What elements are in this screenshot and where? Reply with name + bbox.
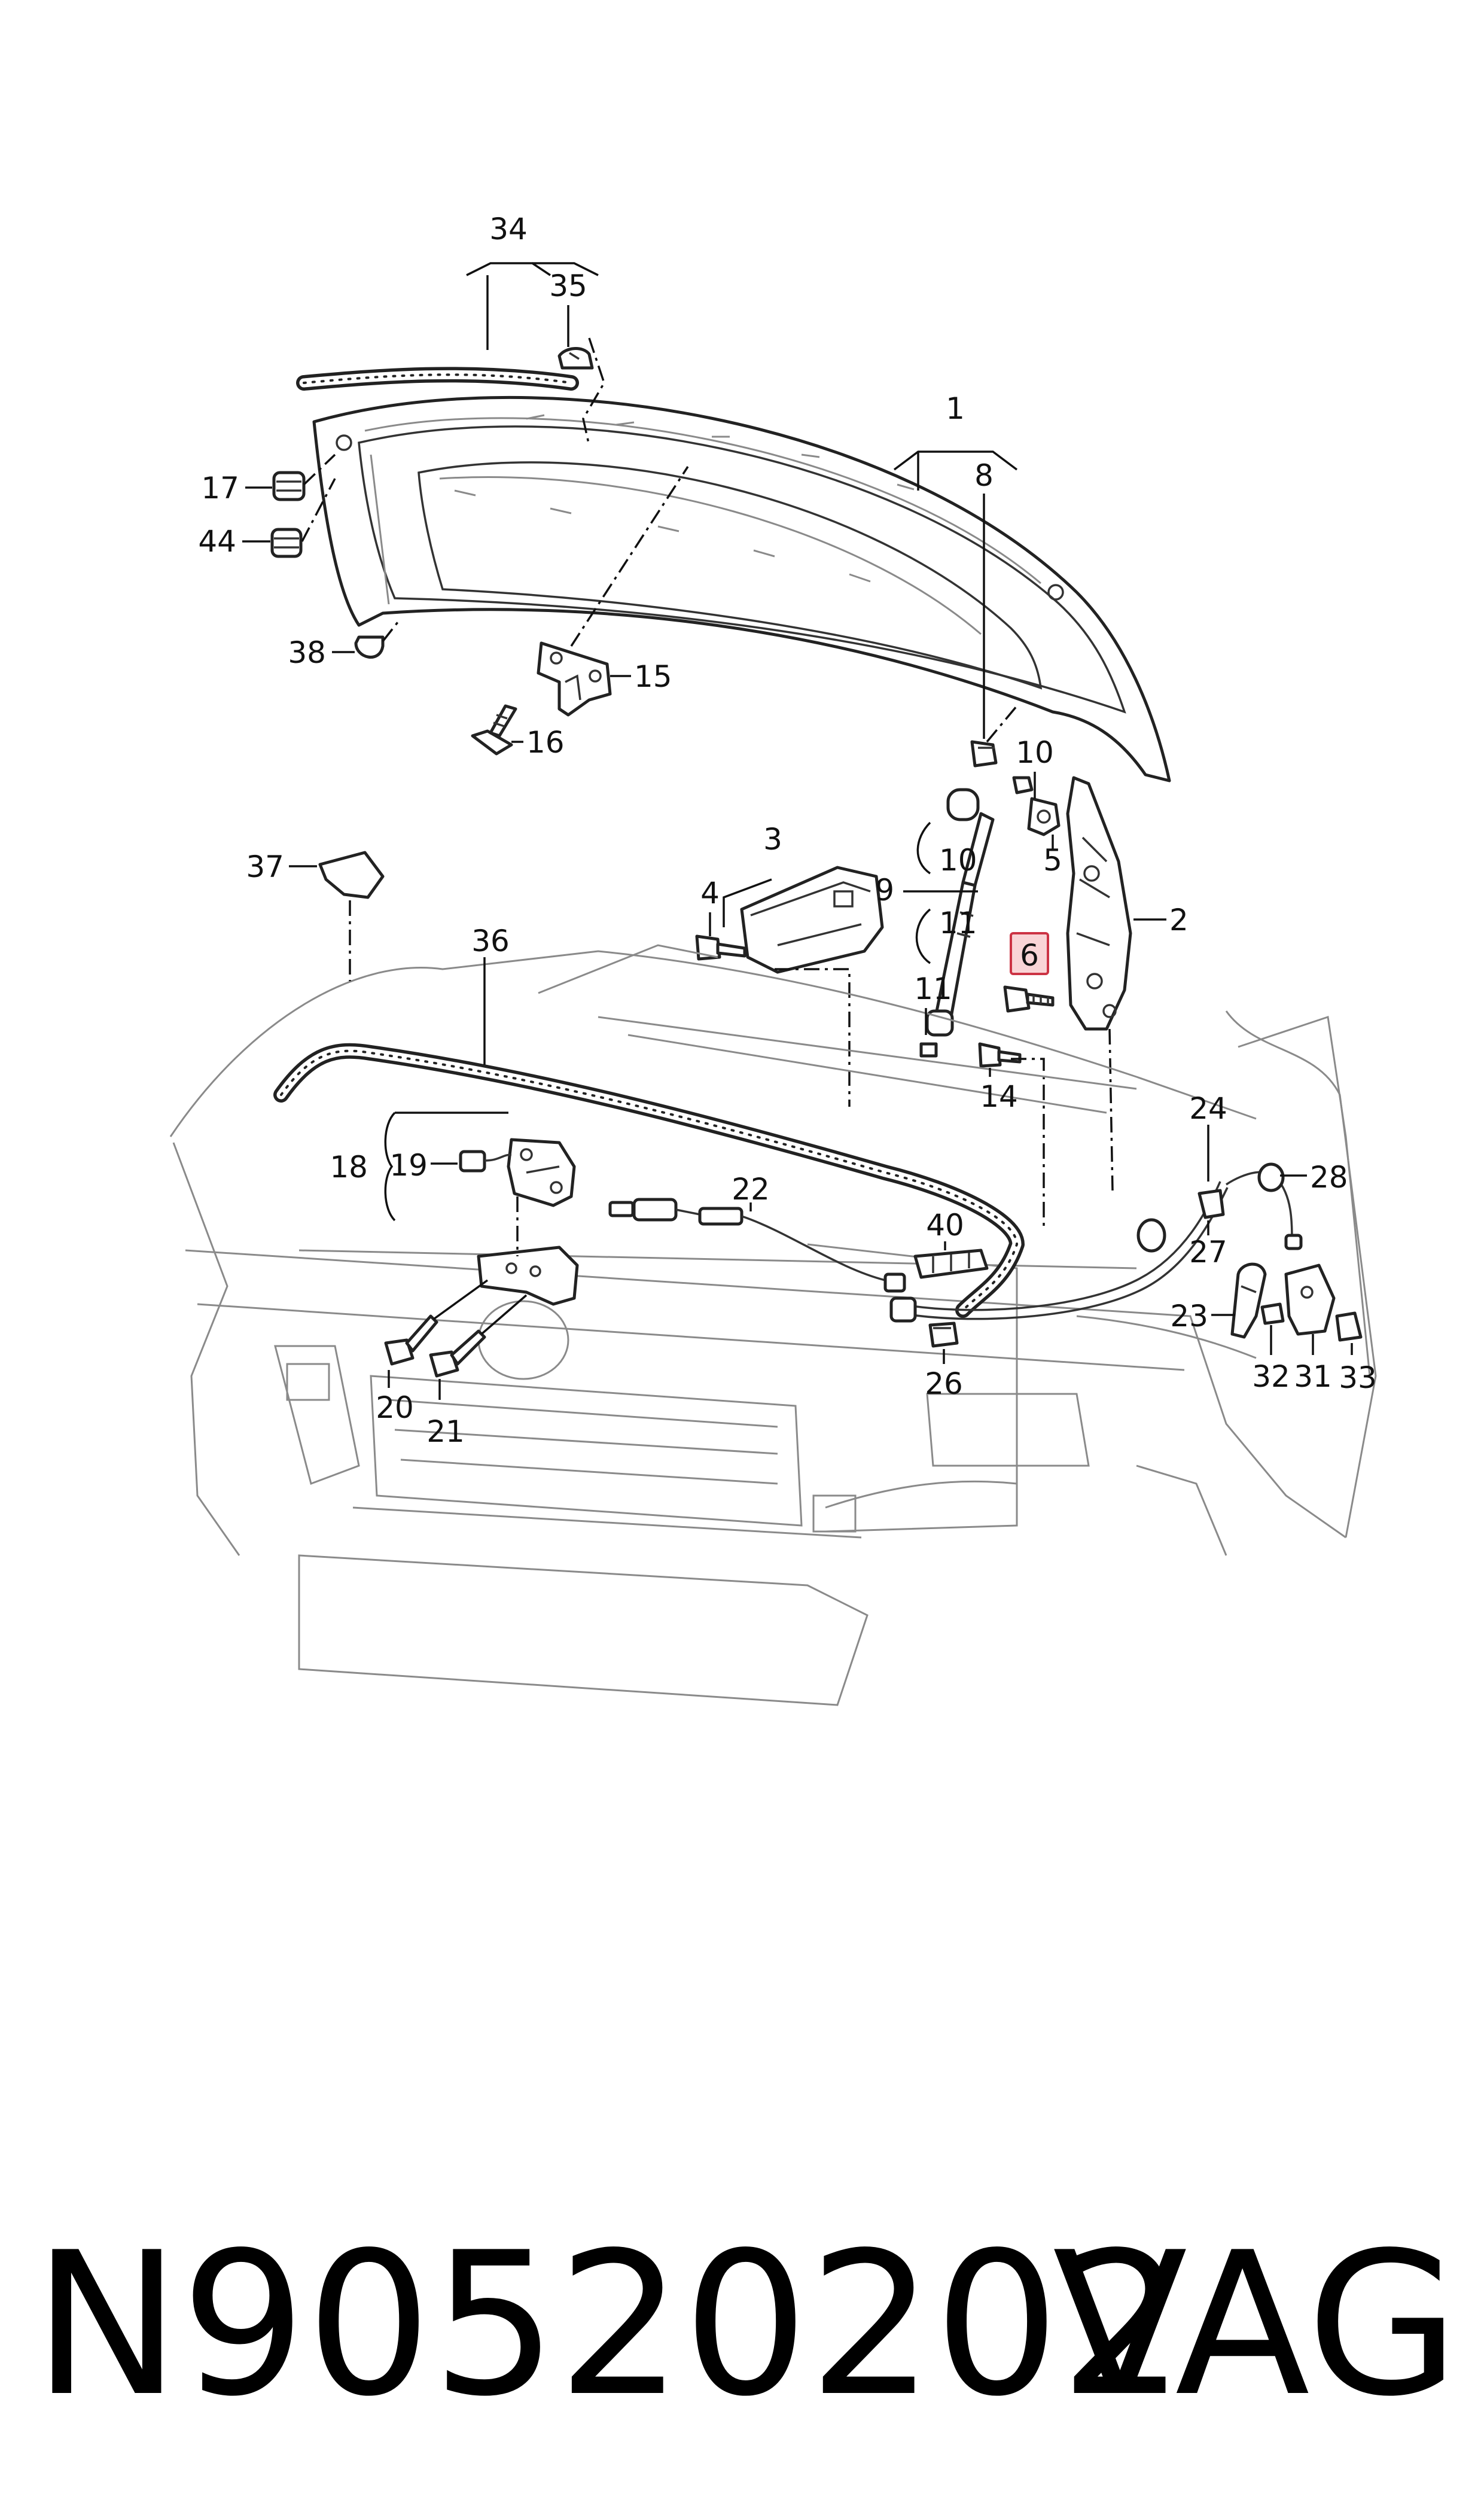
callout-15: 15: [634, 659, 672, 694]
callout-18: 18: [330, 1150, 368, 1185]
bolt-14: [978, 1042, 1045, 1226]
callout-3: 3: [763, 822, 782, 857]
rubber-buffer-17: [272, 453, 336, 501]
callout-2: 2: [1169, 903, 1189, 937]
callout-34: 34: [489, 212, 528, 246]
clip-40: [913, 1249, 989, 1279]
leader-lines: [242, 262, 1353, 1400]
callout-10-top: 10: [1016, 735, 1054, 770]
gas-strut-9: [925, 788, 995, 1037]
callout-17: 17: [201, 471, 239, 506]
lock-carrier-plate: [477, 1196, 579, 1306]
bracket-31: [1284, 1263, 1336, 1336]
hood-hinge-2: [1066, 776, 1132, 1191]
callout-19: 19: [389, 1148, 428, 1183]
release-handle-23: [1230, 1262, 1267, 1339]
callout-44: 44: [198, 524, 236, 559]
callout-1: 1: [946, 391, 965, 426]
hood-lock-18: [507, 1138, 576, 1207]
callout-16: 16: [526, 725, 565, 760]
callout-35: 35: [549, 269, 587, 303]
bolt-16: [471, 704, 517, 756]
bolt-4: [695, 934, 746, 961]
callout-27: 27: [1189, 1235, 1227, 1269]
callout-20: 20: [376, 1390, 414, 1425]
callout-8: 8: [974, 458, 994, 493]
callout-33: 33: [1339, 1360, 1377, 1395]
screw-32: [1260, 1302, 1285, 1325]
highlight-box-6: [1010, 932, 1049, 975]
part-number: N90520202: [33, 2210, 1186, 2440]
bolt-6: [1003, 985, 1055, 1013]
callout-40: 40: [926, 1208, 964, 1243]
connector-19: [459, 1150, 512, 1173]
callout-37: 37: [246, 850, 284, 884]
release-cable-22: [608, 1198, 906, 1293]
callout-11: 11: [914, 972, 952, 1006]
callout-23: 23: [1170, 1299, 1208, 1333]
bolt-20: [384, 1279, 489, 1366]
callout-4: 4: [700, 876, 720, 911]
bolt-8: [970, 705, 1018, 768]
callout-24: 24: [1189, 1091, 1227, 1126]
callout-22: 22: [732, 1172, 770, 1207]
lock-striker-15: [537, 466, 689, 717]
clip-33: [1335, 1311, 1363, 1342]
rubber-buffer-44: [270, 478, 336, 558]
bolt-21: [429, 1294, 528, 1378]
nut-5: [1027, 797, 1061, 836]
callout-28: 28: [1310, 1160, 1348, 1195]
hood-panel: [312, 395, 1171, 783]
brand-name: VAG: [1053, 2210, 1459, 2440]
callout-10-strut: 10: [939, 843, 977, 878]
buffer-38: [354, 621, 399, 659]
hood-seal-strip: [296, 337, 605, 446]
bay-seal-36: [273, 1043, 1025, 1318]
clip-35: [557, 347, 594, 370]
clip-10: [1012, 776, 1034, 794]
callout-11-strut: 11: [939, 906, 977, 940]
cable-clip-26: [928, 1322, 959, 1348]
callout-32: 32: [1252, 1359, 1290, 1394]
callout-14: 14: [980, 1079, 1018, 1114]
front-body-structure: [169, 944, 1377, 1706]
callout-38: 38: [288, 635, 326, 670]
callout-labels: 34 35 1 8 17 44 38 15 16 10 5 3 4 10 9 1…: [198, 212, 1376, 1449]
callout-21: 21: [426, 1414, 465, 1449]
hinge-bracket-3: [740, 866, 884, 1107]
cover-37: [318, 851, 385, 981]
callout-6: 6: [1020, 938, 1039, 973]
clip-27: [1197, 1189, 1225, 1219]
callout-31: 31: [1294, 1359, 1332, 1394]
callout-26: 26: [925, 1366, 963, 1401]
callout-36: 36: [471, 924, 510, 958]
clip-11: [919, 1042, 938, 1058]
callout-9: 9: [875, 873, 894, 908]
callout-5: 5: [1043, 843, 1062, 878]
